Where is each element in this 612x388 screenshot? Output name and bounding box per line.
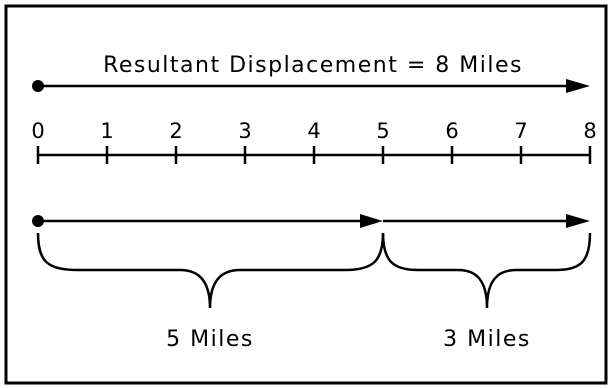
tick-label: 8 — [583, 119, 596, 143]
resultant-arrowhead — [566, 79, 590, 93]
tick-label: 3 — [238, 119, 251, 143]
tick-label: 1 — [100, 119, 113, 143]
tick-label: 0 — [31, 119, 44, 143]
tick-label: 4 — [307, 119, 320, 143]
tick-label: 7 — [514, 119, 527, 143]
tick-label: 6 — [445, 119, 458, 143]
segment-2-arrowhead — [566, 214, 590, 228]
segment-2-label: 3 Miles — [443, 327, 531, 352]
resultant-label: Resultant Displacement = 8 Miles — [103, 53, 523, 78]
segment-2-brace — [381, 232, 592, 309]
tick-label: 5 — [376, 119, 389, 143]
tick-label: 2 — [169, 119, 182, 143]
segment-1-label: 5 Miles — [166, 327, 254, 352]
number-line-ticks: 0 1 2 3 4 5 6 7 8 — [31, 119, 597, 164]
diagram-frame — [4, 4, 608, 385]
segment-1-arrowhead — [360, 214, 383, 228]
segment-1-brace — [36, 232, 385, 309]
